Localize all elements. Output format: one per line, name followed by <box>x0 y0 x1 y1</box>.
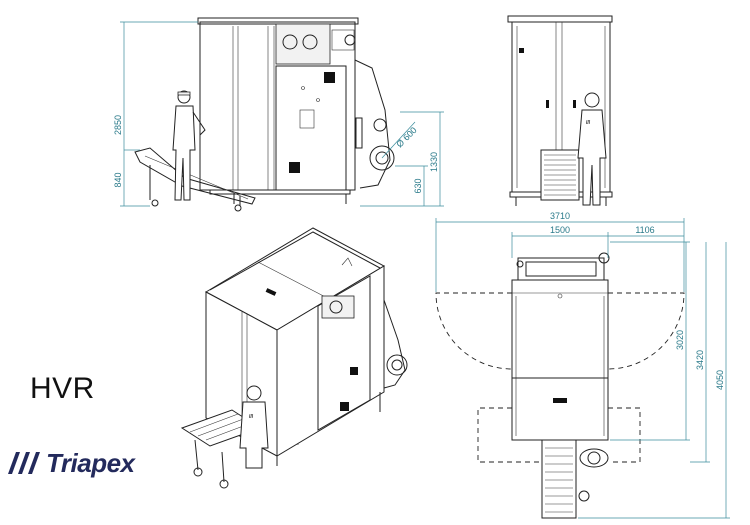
dim-630: 630 <box>413 178 423 193</box>
dim-1106: 1106 <box>635 225 654 235</box>
top-view: 3710 1500 1106 3020 3420 4050 <box>435 211 730 519</box>
dim-1500: 1500 <box>550 225 570 235</box>
front-view: /// <box>507 15 613 206</box>
brand-name: Triapex <box>46 447 135 478</box>
dim-2850: 2850 <box>113 115 123 135</box>
isometric-view: /// <box>180 227 408 489</box>
dim-3020: 3020 <box>675 330 685 350</box>
dim-4050: 4050 <box>715 370 725 390</box>
dim-3420: 3420 <box>695 350 705 370</box>
dim-diameter-600: Ø 600 <box>394 125 418 149</box>
side-view: 2850 840 1330 630 Ø 600 <box>113 17 444 212</box>
brand-mark-icon <box>8 452 40 474</box>
model-name: HVR <box>30 372 95 405</box>
svg-text:///: /// <box>249 414 254 420</box>
dim-1330: 1330 <box>429 152 439 172</box>
brand-logo: Triapex <box>8 447 135 479</box>
dim-3710: 3710 <box>550 211 570 221</box>
dim-840: 840 <box>113 172 123 187</box>
svg-text:///: /// <box>586 120 591 126</box>
